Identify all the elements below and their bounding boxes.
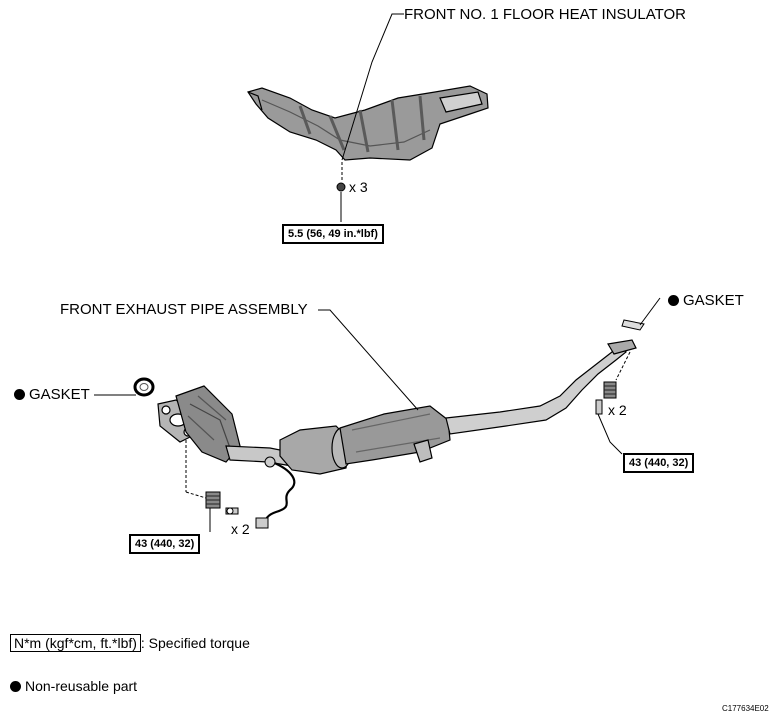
- exhaust-pipe-part: [157, 339, 637, 475]
- non-reusable-legend: Non-reusable part: [10, 678, 137, 694]
- figure-code: C177634E02: [722, 704, 769, 713]
- clip-fastener-icon: [336, 182, 346, 192]
- front-gasket-part: [133, 377, 155, 397]
- torque-legend-desc: : Specified torque: [140, 635, 250, 651]
- heat-insulator-part: [247, 85, 489, 161]
- non-reusable-dot-icon: [14, 389, 25, 400]
- rear-bolt-part: [595, 399, 603, 415]
- heat-insulator-label: FRONT NO. 1 FLOOR HEAT INSULATOR: [404, 6, 686, 23]
- front-torque-box: 43 (440, 32): [129, 534, 201, 554]
- front-spring-part: [205, 491, 221, 509]
- rear-gasket-part: [621, 319, 645, 331]
- exhaust-pipe-label: FRONT EXHAUST PIPE ASSEMBLY: [60, 301, 308, 318]
- non-reusable-dot-icon: [668, 295, 679, 306]
- rear-spring-part: [603, 381, 617, 399]
- exhaust-leader-line: [318, 309, 419, 411]
- torque-legend: N*m (kgf*cm, ft.*lbf): Specified torque: [10, 634, 250, 652]
- insulator-torque-box: 5.5 (56, 49 in.*lbf): [282, 224, 384, 244]
- rear-gasket-label: GASKET: [668, 292, 744, 309]
- torque-unit-box: N*m (kgf*cm, ft.*lbf): [10, 634, 141, 652]
- front-bolt-part: [225, 507, 239, 515]
- non-reusable-dot-icon: [10, 681, 21, 692]
- insulator-quantity: x 3: [349, 179, 368, 195]
- rear-torque-box: 43 (440, 32): [623, 453, 695, 473]
- rear-quantity: x 2: [608, 402, 627, 418]
- insulator-leader-line: [341, 13, 404, 161]
- front-gasket-label: GASKET: [14, 386, 90, 403]
- front-quantity: x 2: [231, 521, 250, 537]
